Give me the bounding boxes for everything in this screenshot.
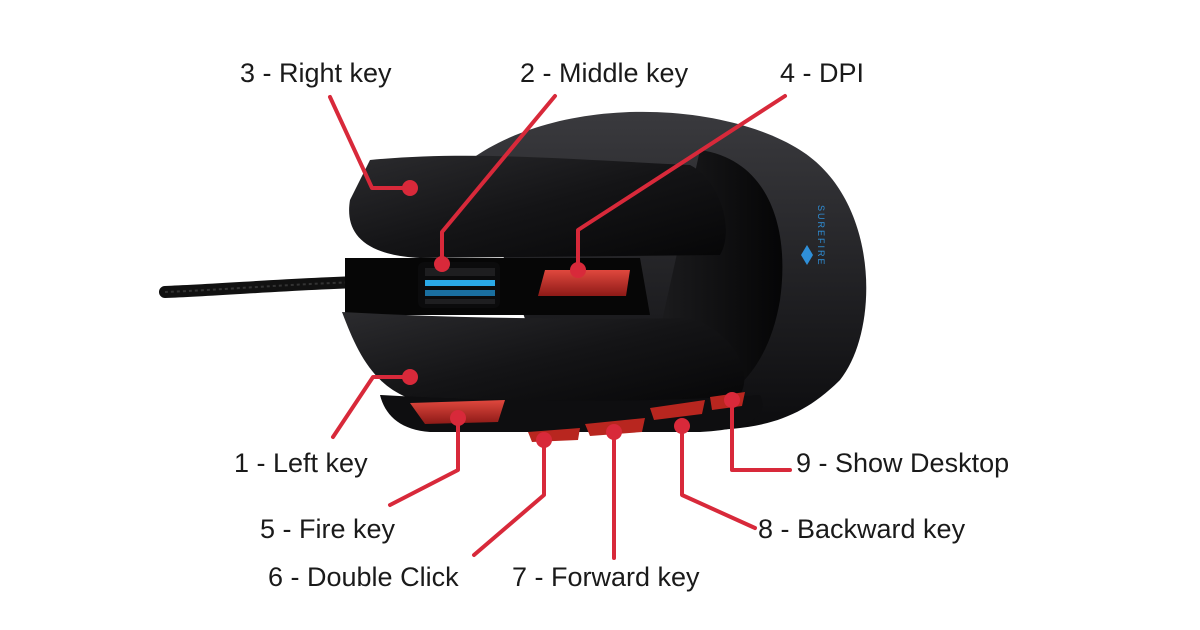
mouse-cable — [159, 276, 366, 298]
mouse-body: SUREFIRE — [342, 111, 867, 442]
marker-show-desktop — [724, 392, 740, 408]
label-right-key: 3 - Right key — [240, 58, 392, 88]
label-fire-key: 5 - Fire key — [260, 514, 396, 544]
marker-fire-key — [450, 410, 466, 426]
dpi-button — [538, 270, 630, 296]
marker-left-key — [402, 369, 418, 385]
marker-middle-key — [434, 256, 450, 272]
leader-lines — [328, 94, 792, 560]
leader-middle-key — [440, 94, 557, 264]
callout-labels: 3 - Right key 2 - Middle key 4 - DPI 1 -… — [234, 58, 1009, 592]
marker-dpi — [570, 262, 586, 278]
marker-double-click — [536, 432, 552, 448]
svg-text:SUREFIRE: SUREFIRE — [816, 205, 826, 267]
marker-right-key — [402, 180, 418, 196]
label-double-click: 6 - Double Click — [268, 562, 459, 592]
leader-backward-key — [680, 424, 757, 530]
left-key — [342, 312, 745, 407]
brand-logo: SUREFIRE — [801, 205, 826, 267]
label-show-desktop: 9 - Show Desktop — [796, 448, 1009, 478]
marker-forward-key — [606, 424, 622, 440]
leader-right-key — [328, 95, 412, 190]
leader-fire-key — [388, 416, 460, 507]
scroll-wheel — [418, 262, 500, 308]
leader-dpi — [576, 94, 787, 270]
backward-button — [650, 400, 705, 420]
leader-show-desktop — [730, 398, 792, 472]
label-middle-key: 2 - Middle key — [520, 58, 689, 88]
label-forward-key: 7 - Forward key — [512, 562, 700, 592]
label-left-key: 1 - Left key — [234, 448, 368, 478]
label-dpi: 4 - DPI — [780, 58, 864, 88]
leader-left-key — [331, 375, 412, 439]
leader-double-click — [472, 438, 546, 557]
label-backward-key: 8 - Backward key — [758, 514, 966, 544]
marker-backward-key — [674, 418, 690, 434]
